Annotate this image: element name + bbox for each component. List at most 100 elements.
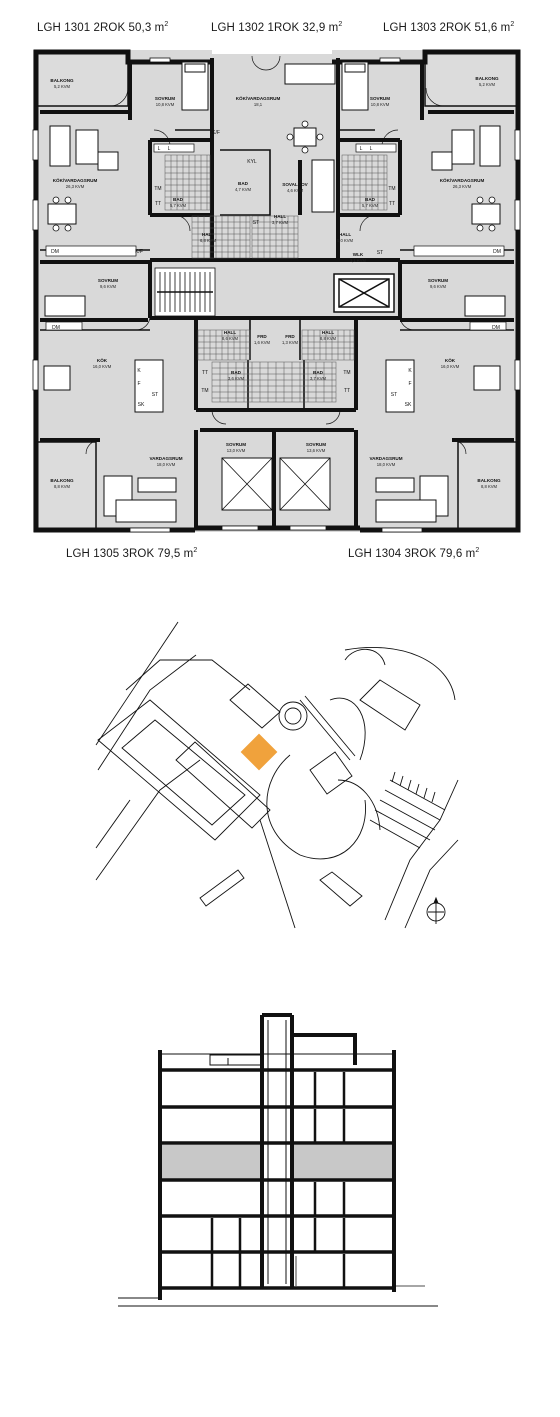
room-area: 8,8 KVM [320,336,337,341]
room-label: SOVALKOV [282,182,308,187]
fixture-kf: K/F [212,130,220,136]
fixture-st: ST [152,392,158,398]
room-area: 5,2 KVM [54,84,71,89]
room-area: 8,8 KVM [54,484,71,489]
apt-label-1304: LGH 1304 3ROK 79,6 m2 [348,547,480,560]
room-area: 18,1 [254,102,263,107]
fixture-dm: DM [51,249,59,255]
fixture-l: L [360,146,363,152]
room-label: HALL [202,232,214,237]
room-label: WLK [353,252,364,257]
room-area: 3,6 KVM [228,376,245,381]
room-area: 1,6 KVM [254,340,271,345]
fixture-tm: TM [343,370,350,376]
elevator [333,273,395,313]
fixture-tm: TM [201,388,208,394]
north-arrow-icon [426,896,446,924]
apt-label-1301: LGH 1301 2ROK 50,3 m2 [37,21,169,34]
room-label: KÖK/VARDAGSRUM [53,177,98,183]
room-area: 3,1 KVM [350,258,367,263]
room-area: 13,6 KVM [307,448,326,453]
apt-label-1305: LGH 1305 3ROK 79,5 m2 [66,547,198,560]
room-label: SOVRUM [428,278,448,283]
room-label: BAD [238,181,249,186]
room-label: SOVRUM [226,442,246,447]
room-area: 5,2 KVM [479,82,496,87]
room-label: HALL [224,330,236,335]
fixture-l: L [370,146,373,152]
room-label: HALL [339,232,351,237]
room-label: BALKONG [475,76,499,81]
fixture-dm: DM [52,325,60,331]
highlighted-building [240,733,278,771]
floor-plan-drawing: K/F K/F L L L L TM TT TM TT K F ST SK K … [32,44,521,533]
fixture-st: ST [377,250,383,256]
room-area: 26,3 KVM [453,184,472,189]
room-label: KÖK/VARDAGSRUM [440,177,485,183]
room-area: 5,7 KVM [362,203,379,208]
fixture-f: F [137,381,140,387]
room-label: BALKONG [50,78,74,83]
room-area: 5,7 KVM [170,203,187,208]
apt-label-1303: LGH 1303 2ROK 51,6 m2 [383,21,515,34]
room-area: 9,6 KVM [100,284,117,289]
fixture-f: F [408,381,411,387]
room-label: SOVRUM [98,278,118,283]
room-area: 6,8 KVM [200,238,217,243]
room-label: SOVRUM [370,96,390,101]
room-label: FRD [285,334,295,339]
room-label: BALKONG [50,478,74,483]
apt-label-1302: LGH 1302 1ROK 32,9 m2 [211,21,343,34]
room-label: BAD [365,197,376,202]
room-label: BALKONG [477,478,501,483]
room-label: HALL [322,330,334,335]
room-label: VARDAGSRUM [369,456,402,461]
fixture-dm: DM [492,325,500,331]
room-area: 8,6 KVM [222,336,239,341]
room-labels: BALKONG 5,2 KVM SOVRUM 10,8 KVM KÖK/VARD… [50,76,501,489]
room-label: KÖK [97,357,108,363]
room-area: 16,0 KVM [441,364,460,369]
room-label: KÖK [445,357,456,363]
fixture-tt: TT [155,201,161,207]
fixture-tt: TT [344,388,350,394]
room-label: BAD [173,197,184,202]
room-label: HALL [274,214,286,219]
fixture-kyl: KYL [247,159,257,165]
fixture-l: L [158,146,161,152]
fixture-dm: DM [493,249,501,255]
room-label: BAD [231,370,242,375]
fixture-tt: TT [389,201,395,207]
room-area: 10,8 KVM [371,102,390,107]
room-area: 3,7 KVM [310,376,327,381]
room-area: 18,0 KVM [377,462,396,467]
room-label: SOVRUM [306,442,326,447]
fixture-kf-1301: K/F [135,249,143,255]
room-area: 13,0 KVM [227,448,246,453]
stairwell [154,267,216,317]
room-area: 8,8 KVM [481,484,498,489]
tile-grids [164,154,388,403]
room-area: 10,8 KVM [156,102,175,107]
room-area: 5,0 KVM [337,238,354,243]
room-area: 16,0 KVM [93,364,112,369]
fixture-l: L [168,146,171,152]
fixture-st: ST [391,392,397,398]
room-area: 4,6 KVM [287,188,304,193]
fixture-tm: TM [388,186,395,192]
building-section [118,1013,438,1307]
site-plan [95,621,459,929]
fixture-tt: TT [202,370,208,376]
room-area: 1,3 KVM [282,340,299,345]
room-area: 3,7 KVM [272,220,289,225]
fixture-sk: SK [138,402,145,408]
fixture-sk: SK [405,402,412,408]
room-label: SOVRUM [155,96,175,101]
room-area: 18,0 KVM [157,462,176,467]
room-label: KÖK/VARDAGSRUM [236,95,281,101]
furniture [43,61,506,523]
room-label: FRD [257,334,267,339]
room-area: 26,3 KVM [66,184,85,189]
fixture-tm: TM [154,186,161,192]
fixture-k: K [137,368,141,374]
